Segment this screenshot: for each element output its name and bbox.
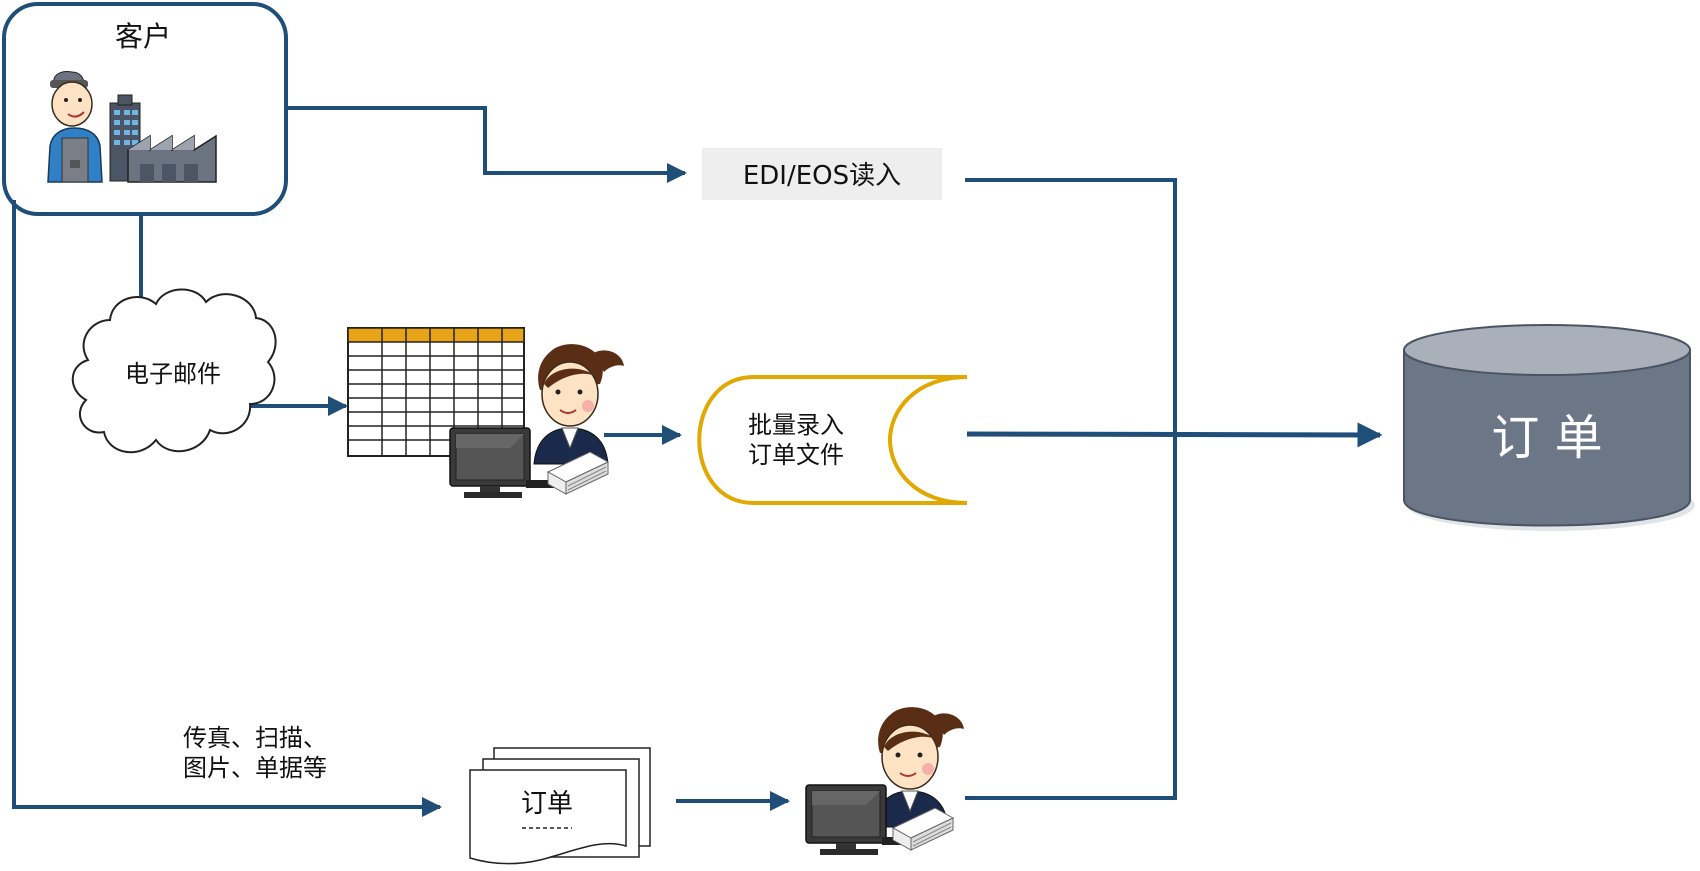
cloud-icon xyxy=(71,288,277,454)
email-label: 电子邮件 xyxy=(125,360,221,388)
customer-box: 客户 xyxy=(2,2,288,216)
fax-label-line1: 传真、扫描、 xyxy=(183,724,327,752)
database-label: 订 单 xyxy=(1491,410,1602,466)
document-stack-icon: 订单 xyxy=(469,747,651,865)
line-to-database xyxy=(961,422,1383,448)
batch-file-line1: 批量录入 xyxy=(748,411,844,439)
paper-order-label: 订单 xyxy=(521,789,573,819)
edi-label: EDI/EOS读入 xyxy=(743,161,901,191)
line-edi-to-bus xyxy=(965,178,1177,800)
fax-label: 传真、扫描、 图片、单据等 xyxy=(183,724,327,782)
clerk-at-computer-icon-2 xyxy=(805,706,965,856)
worker-icon xyxy=(47,71,103,183)
line-customer-to-paper xyxy=(12,200,442,817)
email-cloud: 电子邮件 xyxy=(71,288,277,454)
edi-box: EDI/EOS读入 xyxy=(702,148,942,200)
database-icon: 订 单 xyxy=(1403,324,1695,531)
factory-icon xyxy=(109,94,217,183)
fax-label-line2: 图片、单据等 xyxy=(183,754,327,782)
line-customer-to-edi xyxy=(286,106,687,183)
customer-label: 客户 xyxy=(115,20,171,53)
batch-file-line2: 订单文件 xyxy=(748,441,844,469)
batch-file-shape: 批量录入 订单文件 xyxy=(697,375,968,505)
